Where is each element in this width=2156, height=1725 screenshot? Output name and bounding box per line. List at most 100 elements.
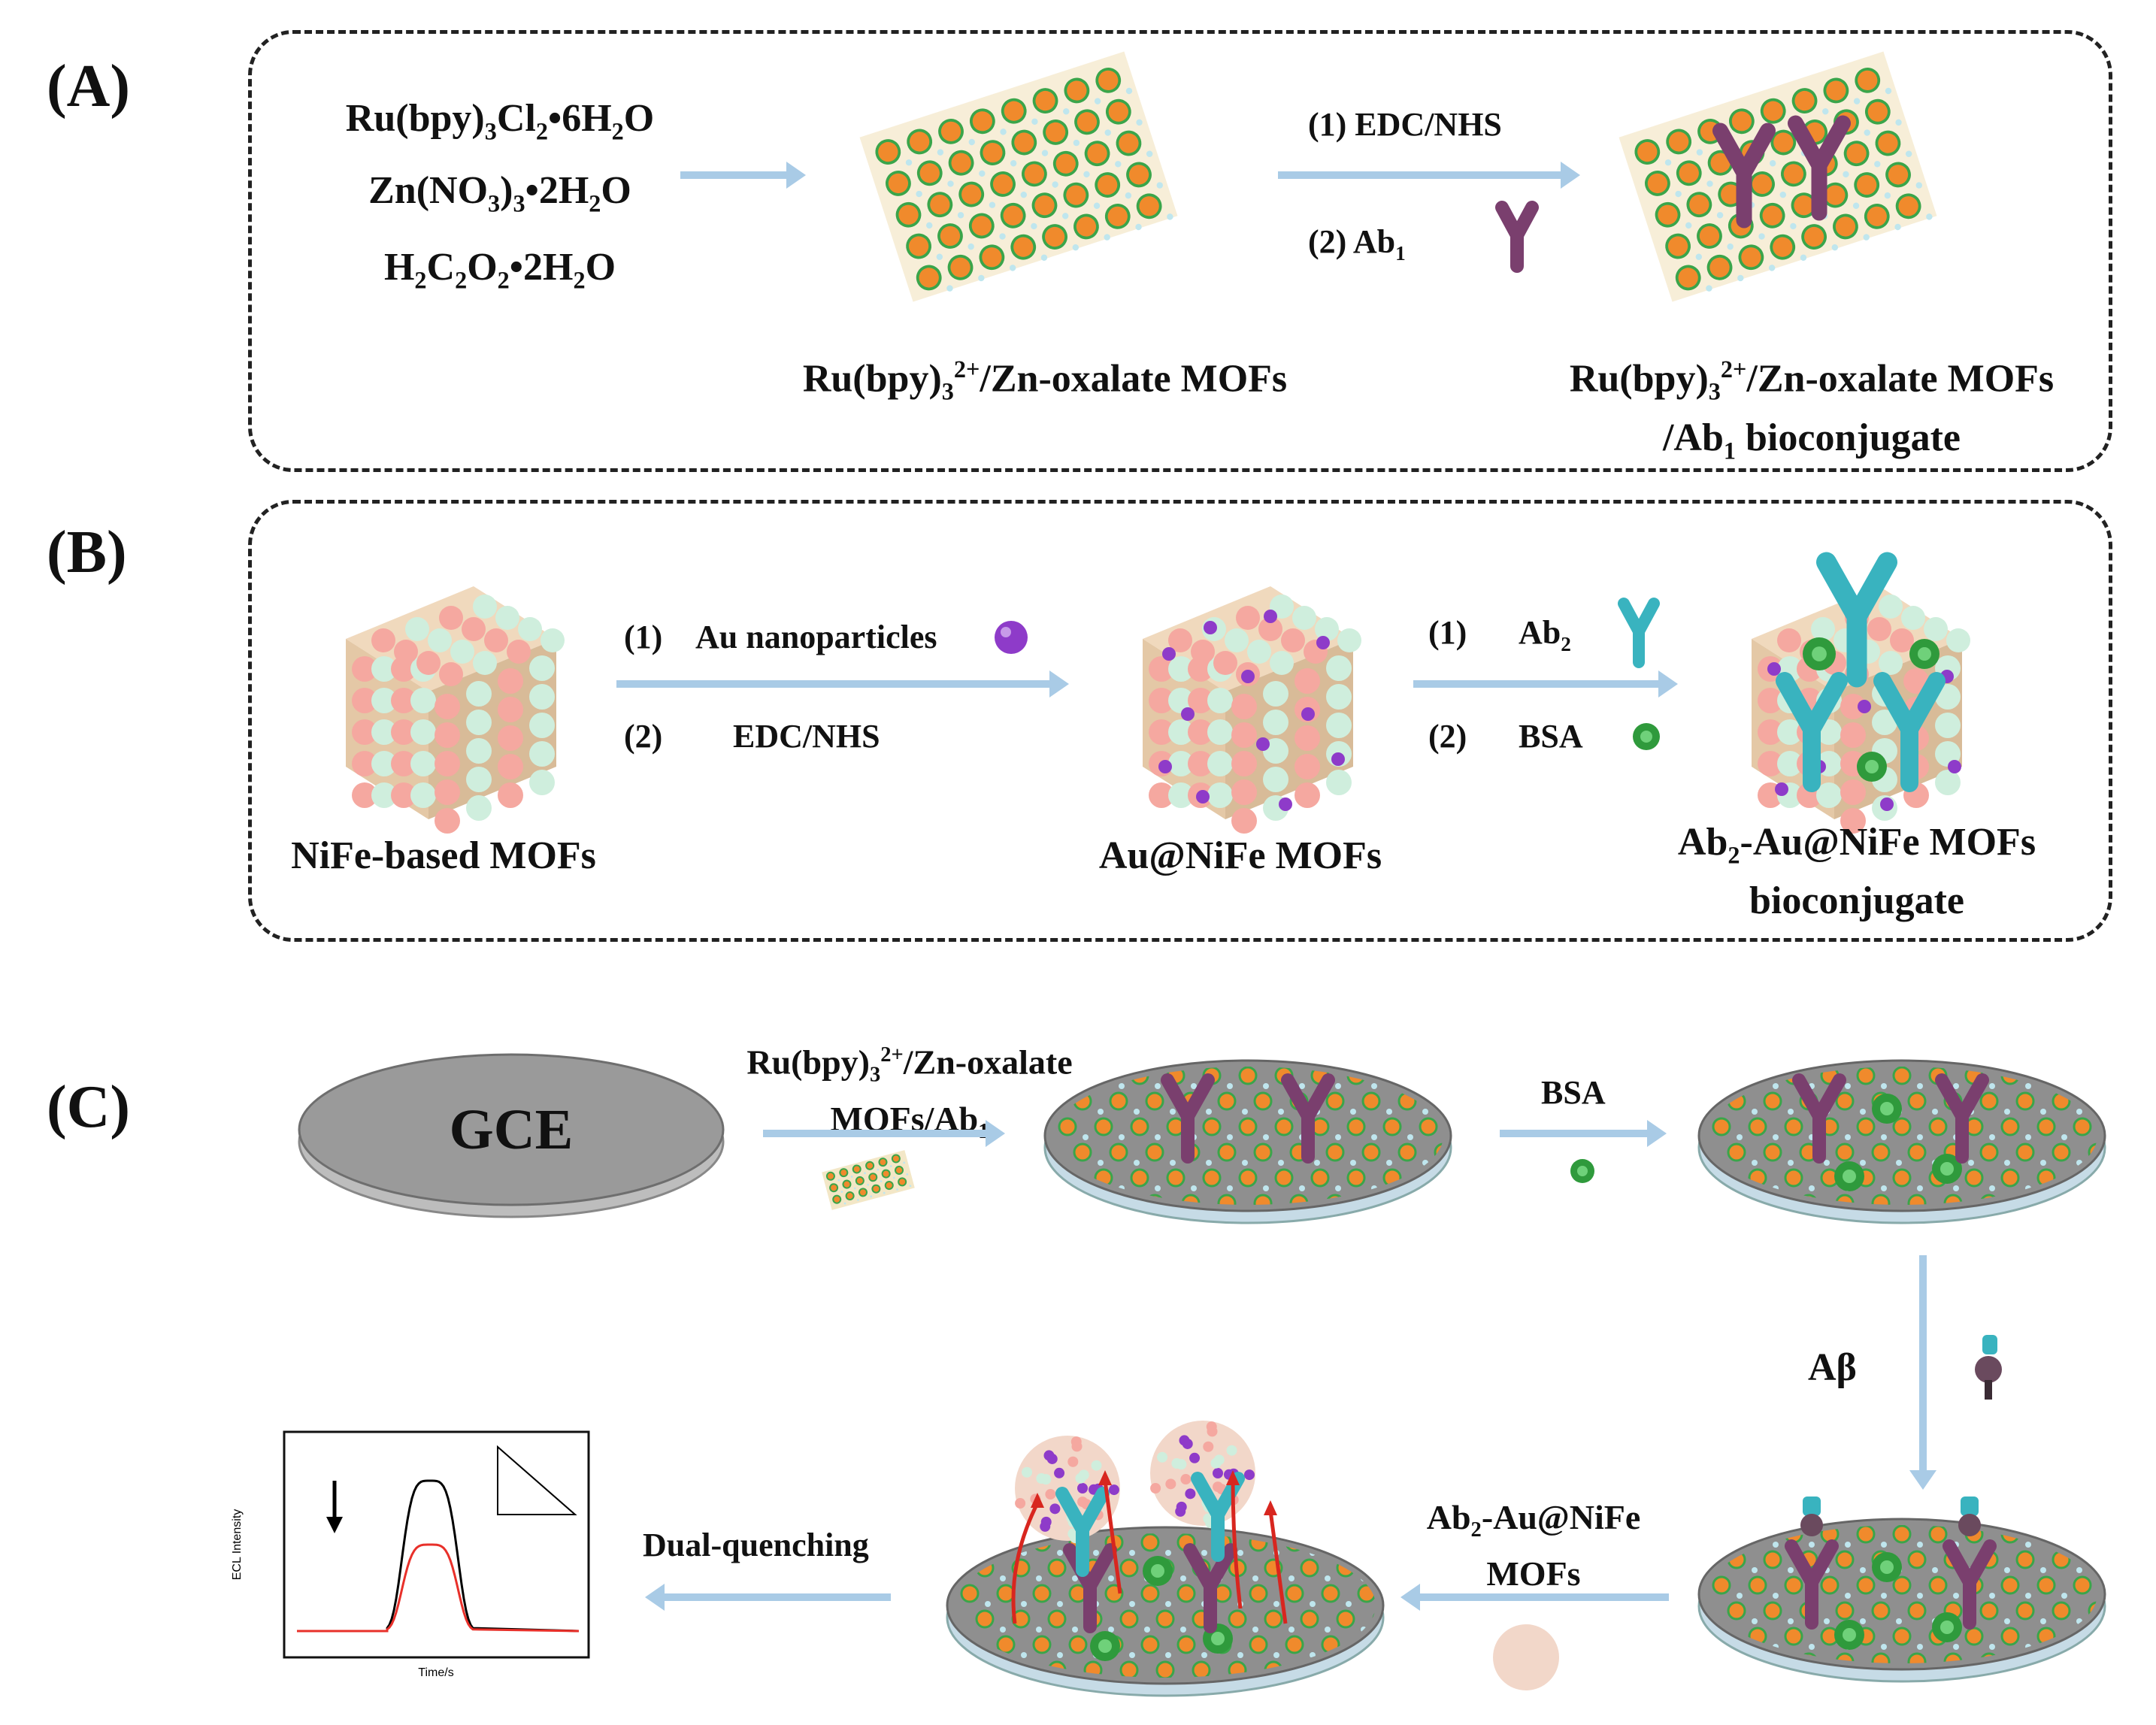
mof-unit bbox=[1928, 1575, 1948, 1595]
mof-linker bbox=[889, 1165, 892, 1167]
mof-linker bbox=[1165, 1652, 1171, 1658]
mof-linker bbox=[2133, 1134, 2139, 1140]
mof-linker bbox=[1664, 159, 1672, 166]
mof-sphere bbox=[1326, 684, 1352, 710]
mof-unit bbox=[1760, 98, 1786, 124]
mof-unit bbox=[947, 254, 974, 280]
mof-sphere bbox=[1247, 640, 1271, 664]
mof-sphere bbox=[1149, 656, 1174, 682]
mof-linker bbox=[1134, 1109, 1140, 1115]
mof-linker bbox=[936, 253, 943, 260]
mof-unit bbox=[1140, 1584, 1160, 1603]
mof-unit bbox=[1325, 1142, 1345, 1162]
mof-linker bbox=[1155, 1134, 1161, 1140]
mof-unit bbox=[2088, 1550, 2097, 1569]
mof-sphere bbox=[1758, 688, 1783, 713]
arrow-c2 bbox=[1500, 1120, 1667, 1147]
mof-unit bbox=[1727, 1142, 1746, 1162]
mof-unit bbox=[1907, 1091, 1927, 1111]
mof-sphere bbox=[1236, 606, 1260, 630]
mof-unit bbox=[906, 233, 931, 259]
mof-linker bbox=[870, 1195, 873, 1198]
reagent-zn: Zn(NO3)3•2H2O bbox=[368, 169, 631, 217]
au-nanoparticle bbox=[1858, 700, 1871, 713]
mof-sphere bbox=[484, 628, 508, 652]
mof-unit bbox=[1856, 1117, 1876, 1136]
mof-linker bbox=[1737, 1542, 1743, 1548]
mof-unit bbox=[1979, 1601, 1999, 1621]
mof-unit bbox=[1655, 201, 1681, 228]
mof-unit bbox=[1856, 1525, 1876, 1544]
mof-sphere bbox=[416, 651, 441, 675]
mof-unit bbox=[1855, 68, 1881, 93]
mof-unit bbox=[1835, 1091, 1855, 1111]
mof-linker bbox=[1072, 1575, 1078, 1581]
mof-unit bbox=[1063, 182, 1089, 208]
mof-linker bbox=[1758, 233, 1765, 240]
mof-linker bbox=[1125, 192, 1132, 199]
conjugate-particle bbox=[1022, 1466, 1033, 1478]
mof-linker bbox=[2061, 1542, 2067, 1548]
mof-unit bbox=[1907, 1194, 1927, 1205]
mof-linker bbox=[2004, 1160, 2010, 1166]
mof-linker bbox=[1000, 1678, 1006, 1684]
mof-unit bbox=[1031, 192, 1058, 219]
mof-sphere bbox=[410, 782, 436, 808]
mof-unit bbox=[1361, 1091, 1381, 1111]
mof-linker bbox=[1494, 1160, 1500, 1166]
mof-unit bbox=[948, 150, 974, 176]
mof-linker bbox=[1093, 202, 1101, 209]
mof-unit bbox=[1336, 1609, 1355, 1629]
mof-unit bbox=[1372, 1660, 1376, 1678]
mof-unit bbox=[1895, 193, 1921, 219]
conjugate-particle bbox=[1243, 1469, 1255, 1481]
mof-linker bbox=[1769, 160, 1776, 167]
mof-linker bbox=[1135, 223, 1142, 231]
mof-linker bbox=[1860, 1567, 1866, 1573]
panel-a-label: (A) bbox=[47, 53, 131, 120]
mof-sphere bbox=[1777, 751, 1803, 776]
bsa-core bbox=[1843, 1170, 1856, 1183]
au-nanoparticle bbox=[1331, 752, 1345, 766]
mof-unit bbox=[1471, 1093, 1488, 1109]
mof-linker bbox=[1021, 1652, 1027, 1658]
mof-linker bbox=[1917, 1593, 1923, 1599]
mof-linker bbox=[840, 1191, 843, 1194]
mof-sphere bbox=[1281, 628, 1305, 652]
mof-linker bbox=[2076, 1669, 2082, 1675]
mof-linker bbox=[1953, 1644, 1959, 1650]
mof-linker bbox=[1932, 1109, 1938, 1115]
mof-unit bbox=[958, 181, 985, 207]
mof-linker bbox=[2133, 1644, 2139, 1650]
mof-unit bbox=[916, 160, 943, 186]
bsa-core bbox=[1211, 1632, 1225, 1645]
antibody-icon bbox=[1183, 1543, 1237, 1633]
mof-unit bbox=[1434, 1091, 1443, 1111]
mof-linker bbox=[2040, 1211, 2046, 1217]
mof-linker bbox=[1040, 254, 1048, 261]
mof-sphere bbox=[1840, 694, 1866, 719]
mof-linker bbox=[2076, 1211, 2082, 1217]
bsa-core bbox=[1918, 647, 1931, 661]
mof-linker bbox=[1299, 1185, 1305, 1191]
mof-linker bbox=[1180, 1575, 1186, 1581]
mof-unit bbox=[1372, 1558, 1376, 1578]
mof-linker bbox=[1350, 1160, 1356, 1166]
bsa-core bbox=[1940, 1162, 1954, 1176]
mof-unit bbox=[829, 1183, 839, 1193]
mof-linker bbox=[1737, 274, 1744, 282]
mof-linker bbox=[1860, 1618, 1866, 1624]
mof-linker bbox=[985, 1601, 991, 1607]
mof-linker bbox=[1407, 1134, 1413, 1140]
mof-linker bbox=[1716, 212, 1724, 219]
mof-linker bbox=[1346, 1550, 1352, 1556]
mof-unit bbox=[2125, 1195, 2142, 1212]
mof-sphere bbox=[391, 719, 416, 745]
panel-a-box bbox=[248, 30, 2112, 472]
mof-linker bbox=[1989, 1134, 1995, 1140]
mof-unit bbox=[1084, 141, 1110, 167]
quenching-arrow bbox=[1103, 1480, 1122, 1594]
gce-electrode-icon bbox=[298, 1053, 725, 1218]
sandwich-electrode-icon bbox=[946, 1421, 1385, 1697]
mof-linker bbox=[1706, 285, 1712, 292]
